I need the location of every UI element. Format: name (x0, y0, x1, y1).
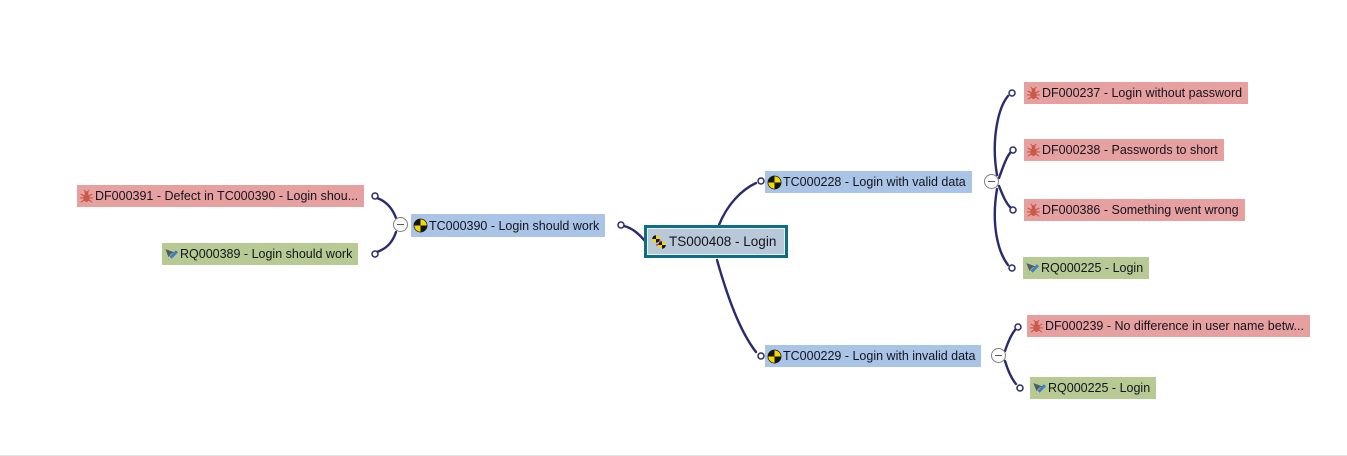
defect-bug-icon (1026, 203, 1041, 218)
node-label: TC000229 - Login with invalid data (783, 349, 976, 363)
requirement-pencil-icon (164, 247, 179, 262)
node-label: TC000390 - Login should work (429, 218, 600, 233)
node-label: RQ000225 - Login (1048, 381, 1151, 395)
test-case-icon (767, 175, 782, 190)
collapse-button-tc000228[interactable] (984, 174, 999, 189)
connector-tc000390 (622, 224, 647, 243)
connector-df000386 (997, 184, 1012, 209)
test-case-icon (767, 349, 782, 364)
node-rq000225[interactable]: RQ000225 - Login (1023, 257, 1150, 279)
node-df000391[interactable]: DF000391 - Defect in TC000390 - Login sh… (77, 185, 365, 207)
link-endpoint-dot (757, 177, 765, 185)
connector-df000237 (993, 94, 1010, 177)
node-tc000229[interactable]: TC000229 - Login with invalid data (765, 345, 982, 367)
node-df000386[interactable]: DF000386 - Something went wrong (1024, 199, 1245, 221)
link-endpoint-dot (1016, 384, 1024, 392)
minus-icon (995, 355, 1002, 356)
minus-icon (397, 224, 404, 225)
node-df000237[interactable]: DF000237 - Login without password (1024, 82, 1249, 104)
connector-rq000225 (993, 187, 1010, 267)
minus-icon (988, 181, 995, 182)
requirement-pencil-icon (1025, 261, 1040, 276)
link-endpoint-dot (371, 250, 379, 258)
link-endpoint-dot (757, 352, 765, 360)
collapse-button-tc000390[interactable] (393, 217, 408, 232)
link-endpoint-dot (1008, 264, 1016, 272)
node-label: RQ000225 - Login (1041, 261, 1144, 275)
collapse-button-tc000229[interactable] (991, 348, 1006, 363)
link-endpoint-dot (1008, 89, 1016, 97)
node-df000238[interactable]: DF000238 - Passwords to short (1024, 139, 1224, 161)
connector-df000391 (375, 196, 398, 220)
node-label: DF000239 - No difference in user name be… (1045, 319, 1304, 333)
node-label: TS000408 - Login (669, 234, 777, 249)
connector-df000238 (997, 151, 1012, 180)
connector-rq000225b (1003, 359, 1018, 386)
node-label: DF000237 - Login without password (1042, 86, 1243, 100)
link-endpoint-dot (1009, 206, 1017, 214)
node-rq000225b[interactable]: RQ000225 - Login (1030, 377, 1157, 399)
link-endpoint-dot (1014, 323, 1022, 331)
requirement-pencil-icon (1032, 381, 1047, 396)
link-endpoint-dot (1009, 146, 1017, 154)
connector-df000239 (1003, 328, 1017, 353)
connector-tc000228 (717, 181, 758, 227)
node-tc000390[interactable]: TC000390 - Login should work (411, 214, 606, 237)
connector-tc000229 (715, 258, 758, 354)
node-label: DF000386 - Something went wrong (1042, 203, 1239, 217)
defect-bug-icon (1026, 143, 1041, 158)
link-endpoint-dot (617, 221, 625, 229)
connector-rq000389 (375, 230, 398, 254)
node-label: TC000228 - Login with valid data (783, 175, 966, 189)
node-tc000228[interactable]: TC000228 - Login with valid data (765, 171, 972, 193)
node-ts000408-selected[interactable]: TS000408 - Login (644, 225, 789, 258)
node-rq000389[interactable]: RQ000389 - Login should work (162, 243, 359, 265)
defect-bug-icon (79, 189, 94, 204)
defect-bug-icon (1029, 319, 1044, 334)
node-label: RQ000389 - Login should work (180, 247, 353, 261)
test-case-icon (413, 218, 428, 233)
node-label: DF000391 - Defect in TC000390 - Login sh… (95, 189, 359, 203)
node-label: DF000238 - Passwords to short (1042, 143, 1218, 157)
node-df000239[interactable]: DF000239 - No difference in user name be… (1027, 315, 1310, 337)
link-endpoint-dot (371, 192, 379, 200)
test-set-icon (651, 234, 667, 250)
defect-bug-icon (1026, 86, 1041, 101)
